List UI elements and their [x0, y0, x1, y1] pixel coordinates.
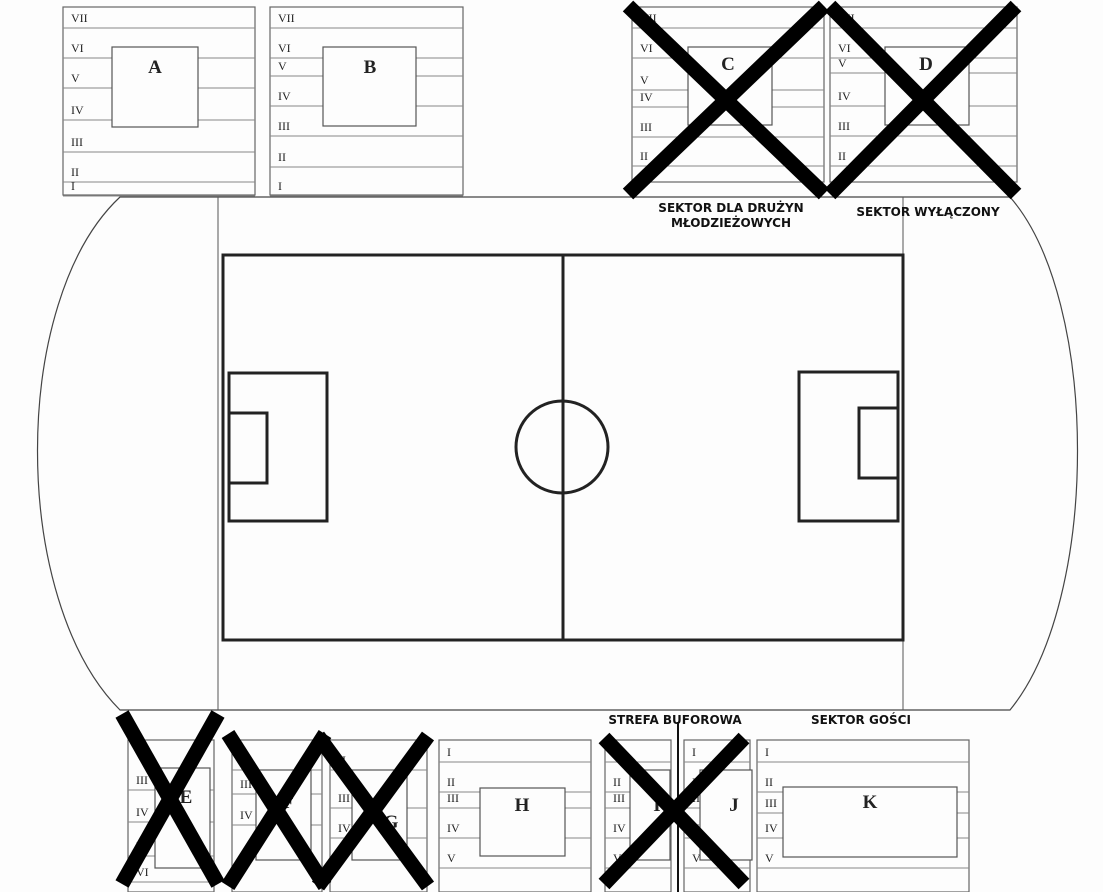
sector-box — [782, 786, 958, 858]
cross-mark-c — [622, 0, 830, 200]
row-label: I — [765, 745, 769, 759]
center-circle — [514, 399, 610, 495]
row-label: IV — [71, 103, 84, 117]
row-label: I — [71, 179, 75, 193]
sector-letter: K — [863, 792, 878, 813]
sector-frame — [756, 739, 970, 892]
row-label: III — [765, 796, 777, 810]
row-label: III — [71, 135, 83, 149]
row-label: VII — [71, 11, 88, 25]
sector-box — [479, 787, 566, 857]
cross-mark-f — [221, 729, 332, 891]
row-label: V — [692, 851, 701, 865]
youth-sector-caption-line2: MŁODZIEŻOWYCH — [671, 215, 791, 230]
sector-box — [111, 46, 199, 128]
cross-mark-i — [598, 732, 750, 890]
row-label: IV — [447, 821, 460, 835]
sector-frame — [231, 739, 323, 892]
sector-letter: J — [729, 795, 739, 816]
sector-letter: D — [919, 54, 933, 75]
row-label: II — [278, 150, 286, 164]
row-label: IV — [765, 821, 778, 835]
row-label: I — [447, 745, 451, 759]
crosses-layer — [115, 0, 1022, 891]
row-label: VI — [71, 41, 84, 55]
sector-letter: A — [148, 57, 162, 78]
row-label: IV — [613, 821, 626, 835]
sector-frame — [829, 6, 1018, 183]
row-label: II — [613, 775, 621, 789]
sector-frame — [269, 6, 464, 196]
row-label: II — [640, 149, 648, 163]
row-label: III — [338, 791, 350, 805]
row-label: V — [613, 851, 622, 865]
sector-frame — [127, 739, 215, 892]
stadium-outline — [37, 196, 1078, 711]
cross-mark-d — [824, 0, 1022, 200]
sectors-layer: VIIVIVIVIIIIIIAVIIVIVIVIIIIIIBVIIVIVIVII… — [62, 6, 1018, 892]
row-label: VI — [640, 41, 653, 55]
row-label: III — [447, 791, 459, 805]
cross-mark-g — [311, 731, 435, 891]
row-label: V — [447, 851, 456, 865]
sector-letter: I — [653, 795, 660, 816]
row-label: V — [640, 73, 649, 87]
row-label: I — [278, 179, 282, 193]
row-label: III — [838, 119, 850, 133]
youth-sector-caption-line1: SEKTOR DLA DRUŻYN — [658, 200, 803, 215]
sector-frame — [329, 739, 428, 892]
row-label: IV — [136, 805, 149, 819]
row-label: I — [692, 745, 696, 759]
row-label: VII — [278, 11, 295, 25]
sector-letter: B — [364, 57, 377, 78]
sector-letter: H — [515, 795, 530, 816]
away-sector-caption: SEKTOR GOŚCI — [811, 712, 911, 727]
row-label: IV — [640, 90, 653, 104]
row-label: III — [136, 773, 148, 787]
sector-letter: E — [180, 787, 193, 808]
sector-letter: C — [721, 54, 735, 75]
sector-box — [322, 46, 417, 127]
row-label: II — [765, 775, 773, 789]
row-label: V — [838, 56, 847, 70]
row-label: III — [613, 791, 625, 805]
row-label: II — [71, 165, 79, 179]
row-label: IV — [278, 89, 291, 103]
sector-frame — [631, 6, 825, 183]
row-label: VI — [278, 41, 291, 55]
row-label: IV — [240, 808, 253, 822]
cross-mark-e — [115, 710, 225, 888]
sector-frame — [438, 739, 592, 892]
row-label: IV — [338, 821, 351, 835]
left-penalty-area — [227, 371, 329, 523]
row-label: II — [447, 775, 455, 789]
right-penalty-area — [797, 370, 900, 523]
row-label: III — [640, 120, 652, 134]
football-pitch — [221, 253, 905, 642]
excluded-sector-caption: SEKTOR WYŁĄCZONY — [856, 205, 1000, 219]
row-label: VI — [838, 41, 851, 55]
row-label: V — [71, 71, 80, 85]
sector-frame — [62, 6, 256, 196]
row-label: III — [278, 119, 290, 133]
buffer-zone-caption: STREFA BUFOROWA — [608, 713, 742, 727]
row-label: II — [838, 149, 846, 163]
right-goal-area — [857, 406, 900, 480]
row-label: V — [765, 851, 774, 865]
row-label: IV — [838, 89, 851, 103]
row-label: V — [278, 59, 287, 73]
left-goal-area — [227, 411, 269, 485]
